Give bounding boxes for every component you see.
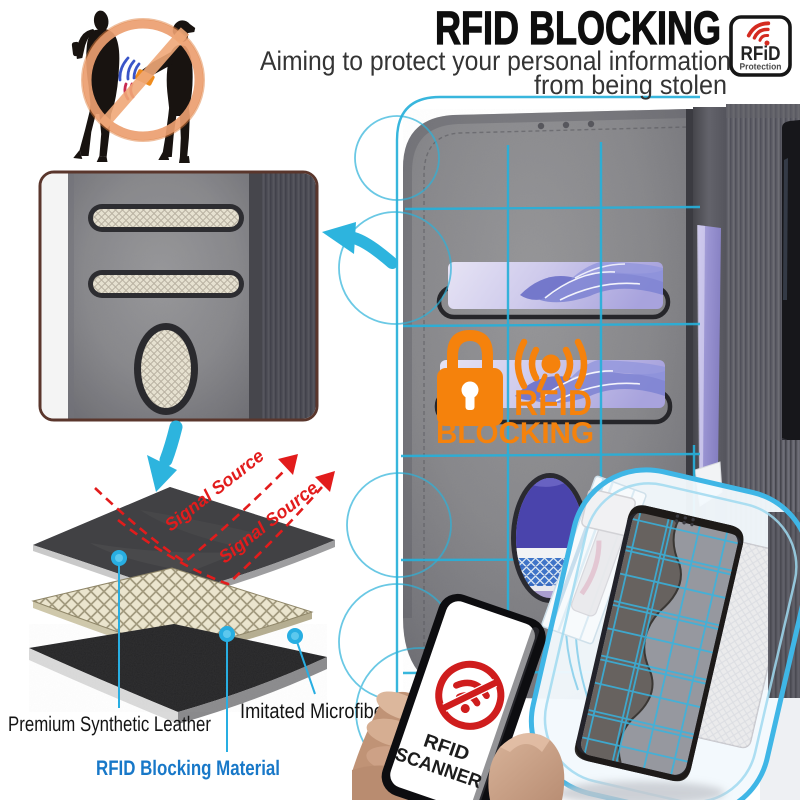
- svg-text:Premium Synthetic Leather: Premium Synthetic Leather: [8, 713, 211, 736]
- svg-text:from being stolen: from being stolen: [534, 70, 727, 100]
- svg-text:RFID: RFID: [514, 382, 592, 423]
- svg-text:Aiming to protect your persona: Aiming to protect your personal informat…: [260, 46, 731, 76]
- svg-text:Protection: Protection: [740, 62, 782, 72]
- svg-text:RFID BLOCKING: RFID BLOCKING: [435, 1, 721, 54]
- svg-text:RFiD: RFiD: [741, 43, 781, 65]
- svg-text:RFID Blocking Material: RFID Blocking Material: [96, 757, 280, 780]
- svg-text:Imitated Microfiber: Imitated Microfiber: [240, 700, 390, 723]
- svg-text:BLOCKING: BLOCKING: [436, 417, 594, 450]
